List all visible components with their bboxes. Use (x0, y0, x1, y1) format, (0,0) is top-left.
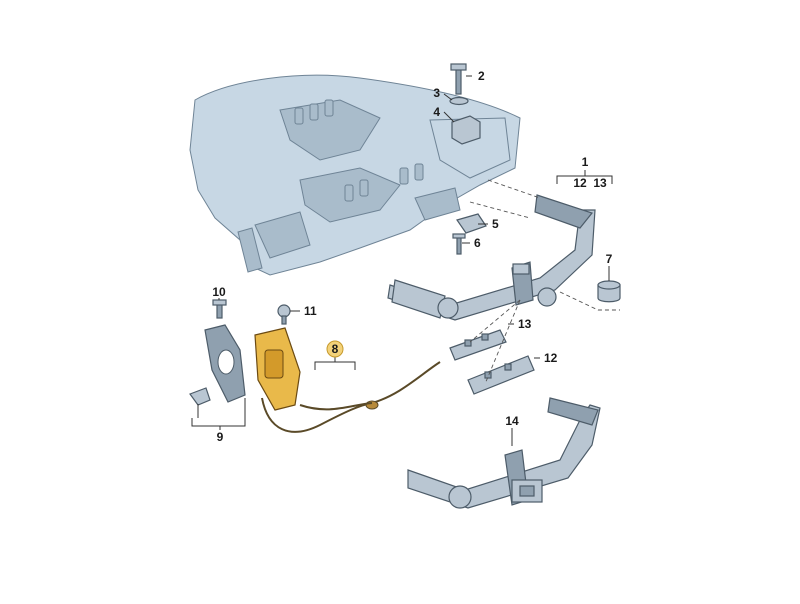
alternate-tow-bar (407, 397, 601, 509)
wiring-harness (261, 361, 441, 433)
callout-label-9: 9 (217, 430, 224, 444)
callout-label-7: 7 (606, 252, 613, 266)
screw-10 (212, 299, 227, 319)
clip-9 (189, 387, 211, 406)
rubber-cap (597, 280, 621, 303)
plate-and-stud (452, 213, 487, 255)
callout-label-13a: 13 (593, 176, 607, 190)
vehicle-rear-body (189, 74, 521, 276)
tow-bar-assembly (387, 194, 596, 321)
screw-11 (277, 304, 291, 325)
callout-label-10: 10 (212, 285, 226, 299)
small-bracket-13 (449, 329, 507, 361)
callout-label-3: 3 (433, 86, 440, 100)
callout-label-6: 6 (474, 236, 481, 250)
callout-label-11: 11 (304, 304, 317, 318)
small-bracket-12 (467, 355, 535, 395)
control-module (254, 327, 301, 411)
callout-label-2: 2 (478, 69, 485, 83)
callout-label-4: 4 (433, 105, 440, 119)
leader-lines (191, 75, 613, 446)
callout-label-14: 14 (505, 414, 519, 428)
callout-label-13b: 13 (518, 317, 532, 331)
callout-label-8: 8 (332, 342, 339, 356)
mounting-rubber (204, 324, 246, 403)
callout-label-12b: 12 (544, 351, 558, 365)
mounting-bracket-group (449, 63, 481, 145)
callout-label-5: 5 (492, 217, 499, 231)
dashed-guides (469, 179, 620, 385)
callout-label-1: 1 (582, 155, 589, 169)
callout-label-12a: 12 (573, 176, 587, 190)
callout-8-highlight (326, 340, 344, 358)
